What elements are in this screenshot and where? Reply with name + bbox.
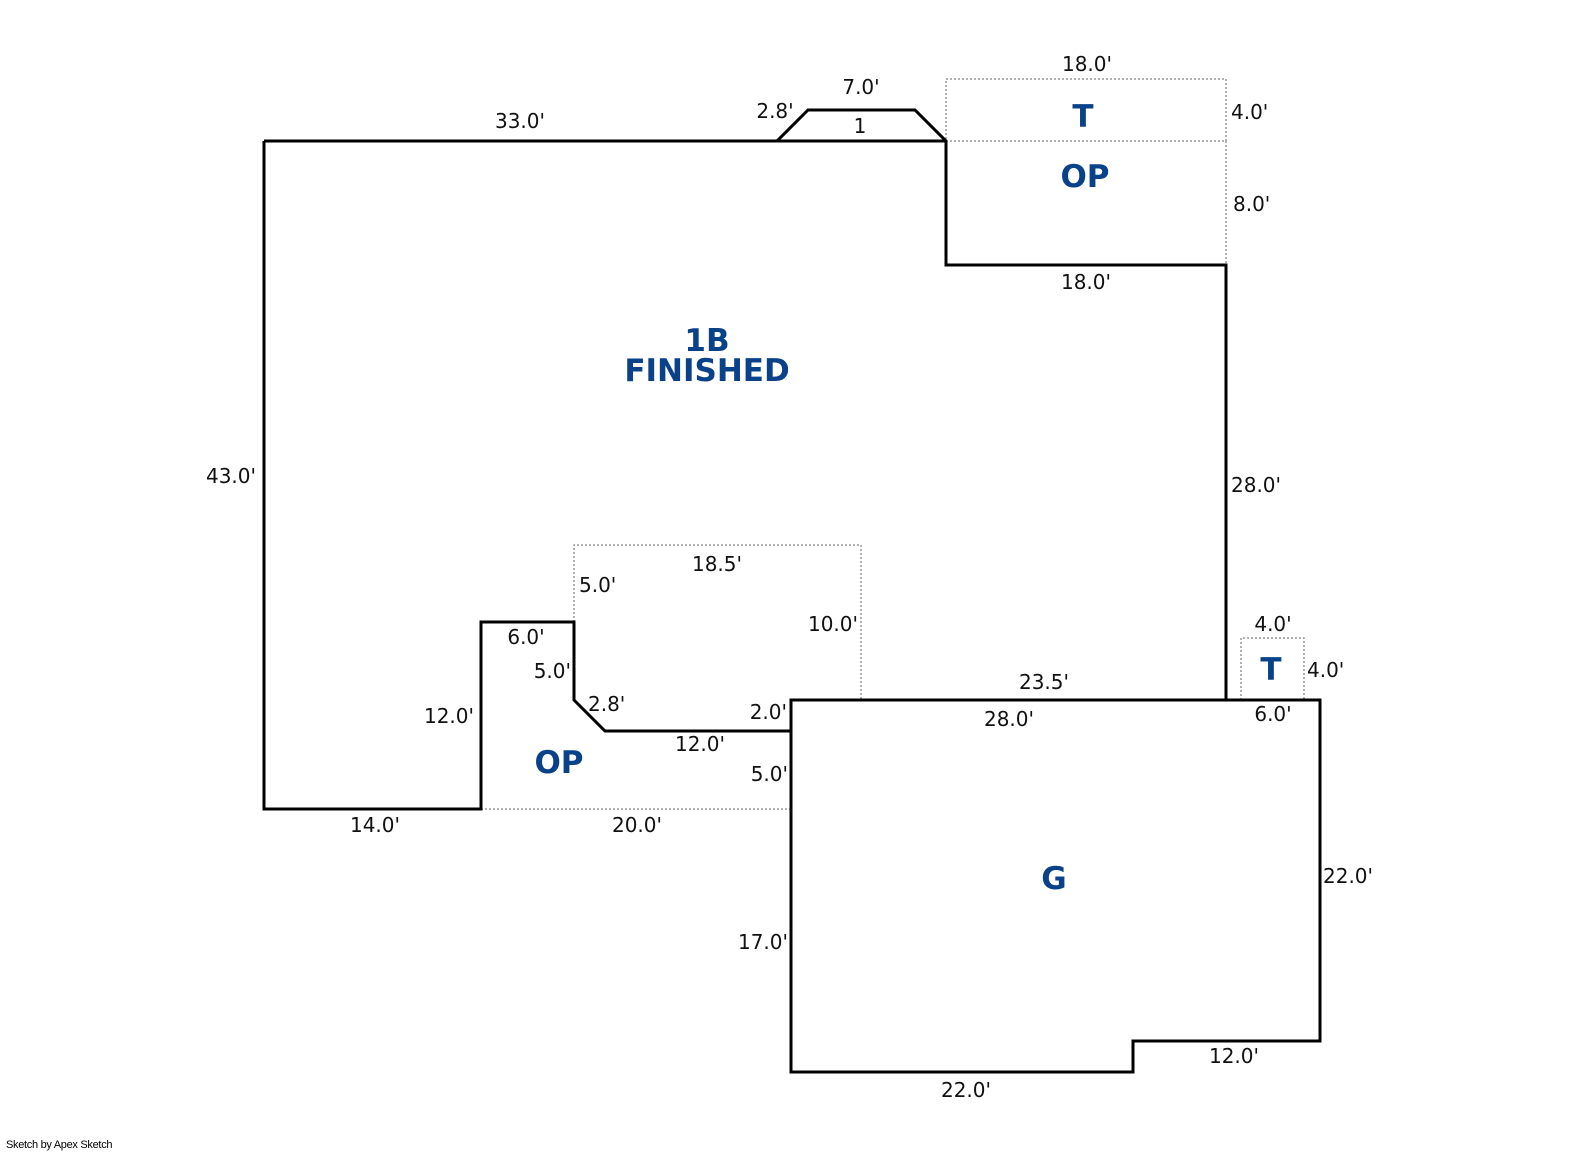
- area-label-bay: 1: [854, 114, 867, 138]
- dim-label: 5.0': [579, 573, 616, 597]
- dim-label: 2.8': [756, 99, 793, 123]
- dim-label: 17.0': [738, 930, 788, 954]
- main-house-walls: [262, 108, 1228, 811]
- dim-label: 18.0': [1061, 270, 1111, 294]
- dim-label: 5.0': [751, 762, 788, 786]
- area-label-porch-bottom: OP: [534, 745, 583, 781]
- dim-label: 7.0': [842, 75, 879, 99]
- dim-label: 33.0': [495, 109, 545, 133]
- garage-walls: [789, 698, 1322, 1074]
- terrace-small-outline: [1240, 637, 1305, 700]
- dim-label: 22.0': [1323, 864, 1373, 888]
- area-label-garage: G: [1041, 861, 1066, 897]
- area-label-porch-top: OP: [1060, 159, 1109, 195]
- dim-label: 22.0': [941, 1078, 991, 1102]
- dim-label: 14.0': [350, 813, 400, 837]
- sketch-credit: Sketch by Apex Sketch: [6, 1139, 113, 1151]
- area-label-main: 1B: [684, 323, 729, 359]
- dim-label: 10.0': [808, 612, 858, 636]
- terrace-top-outline: [945, 78, 1227, 142]
- dim-label: 12.0': [675, 732, 725, 756]
- area-label-main-sub: FINISHED: [624, 353, 789, 389]
- dim-label: 2.8': [588, 692, 625, 716]
- dim-label: 12.0': [1209, 1044, 1259, 1068]
- area-label-terrace-small: T: [1260, 652, 1281, 688]
- dim-label: 23.5': [1019, 670, 1069, 694]
- dim-label: 6.0': [1254, 702, 1291, 726]
- dim-label: 12.0': [424, 704, 474, 728]
- dim-label: 4.0': [1231, 100, 1268, 124]
- dim-label: 20.0': [612, 813, 662, 837]
- dim-label: 4.0': [1254, 612, 1291, 636]
- dim-label: 2.0': [750, 700, 787, 724]
- dim-label: 8.0': [1233, 192, 1270, 216]
- dim-label: 6.0': [507, 625, 544, 649]
- dim-label: 43.0': [206, 464, 256, 488]
- dim-label: 18.0': [1062, 52, 1112, 76]
- area-label-terrace-top: T: [1072, 99, 1093, 135]
- dim-label: 28.0': [1231, 473, 1281, 497]
- recess-outline: [573, 544, 862, 700]
- dim-label: 5.0': [534, 659, 571, 683]
- dim-label: 4.0': [1307, 658, 1344, 682]
- dim-label: 28.0': [984, 707, 1034, 731]
- dim-label: 18.5': [692, 552, 742, 576]
